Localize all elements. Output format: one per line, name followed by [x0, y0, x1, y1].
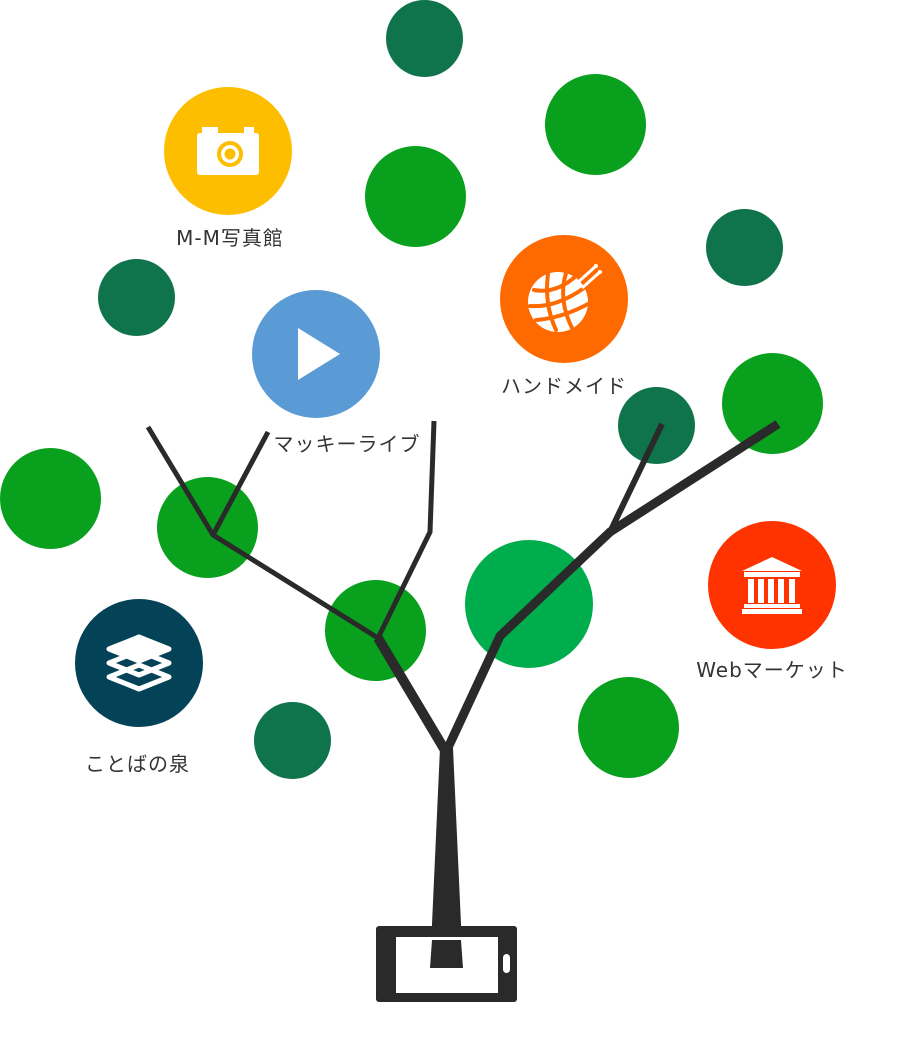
live-node[interactable]: [252, 290, 380, 418]
live-label[interactable]: マッキーライブ: [273, 432, 421, 456]
branch-middle: [375, 420, 437, 640]
handmade-node[interactable]: [500, 235, 628, 363]
branch-left: [145, 425, 380, 641]
branch-main-left: [373, 635, 451, 755]
photo-studio-node[interactable]: [164, 87, 292, 215]
branch-right-twig: [607, 422, 665, 534]
leaf-dot: [325, 580, 426, 681]
leaf-dot: [618, 387, 695, 464]
leaf-dot: [386, 0, 463, 77]
handmade-label[interactable]: ハンドメイド: [501, 374, 627, 398]
book-stack-icon: [106, 634, 172, 692]
leaf-dot: [0, 448, 101, 549]
camera-icon: [197, 127, 259, 175]
words-node[interactable]: [75, 599, 203, 727]
leaf-dot: [722, 353, 823, 454]
branch-main-right: [441, 420, 781, 754]
branch-left-twig: [210, 430, 271, 537]
leaf-dot: [578, 677, 679, 778]
leaf-dot: [254, 702, 331, 779]
play-icon: [298, 328, 340, 380]
yarn-ball-icon: [528, 264, 602, 332]
web-market-label[interactable]: Webマーケット: [696, 658, 848, 682]
phone-button: [503, 954, 510, 973]
leaf-dot: [706, 209, 783, 286]
bank-building-icon: [742, 557, 802, 614]
tree-trunk-base: [430, 940, 463, 968]
branch-lines: [145, 420, 781, 755]
leaf-dot: [365, 146, 466, 247]
leaf-dot: [545, 74, 646, 175]
words-label[interactable]: ことばの泉: [85, 752, 190, 776]
leaf-dot: [98, 259, 175, 336]
photo-studio-label[interactable]: M-M写真館: [176, 226, 284, 250]
web-market-node[interactable]: [708, 521, 836, 649]
tree-trunk: [430, 748, 463, 968]
